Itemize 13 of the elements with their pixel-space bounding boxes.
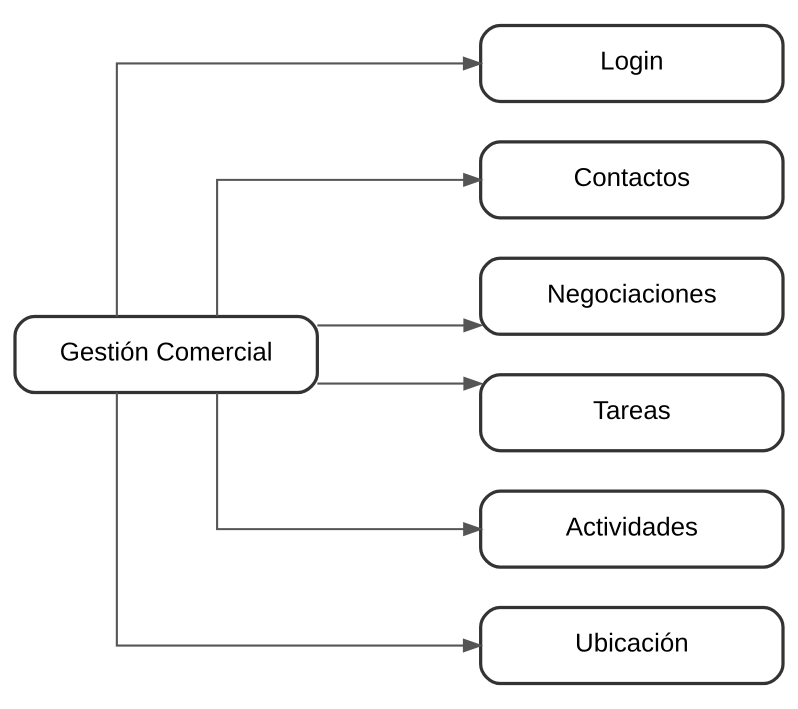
- node-box: Negociaciones: [479, 256, 785, 336]
- node-box: Contactos: [479, 140, 785, 220]
- arrow: [317, 318, 484, 333]
- arrow: [116, 392, 484, 653]
- node-box: Ubicación: [479, 606, 785, 686]
- node-box: Login: [479, 24, 785, 104]
- arrow: [116, 56, 484, 316]
- node-box: Actividades: [479, 490, 785, 569]
- arrow: [216, 392, 484, 536]
- arrow: [317, 376, 484, 391]
- node-box: Gestión Comercial: [13, 314, 319, 394]
- arrow: [216, 172, 484, 316]
- node-box: Tareas: [479, 373, 785, 452]
